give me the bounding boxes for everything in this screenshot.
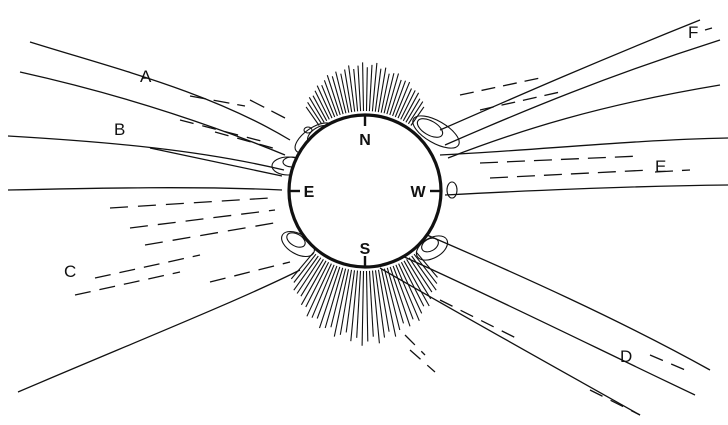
label-c: C: [64, 262, 76, 281]
streamer-d-line-3: [380, 268, 640, 415]
north-polar-ray: [345, 70, 352, 113]
streamer-d-line-2: [400, 255, 695, 395]
compass-west: W: [410, 184, 426, 201]
north-polar-ray: [369, 65, 372, 111]
streamer-c-line: [18, 270, 300, 392]
compass-east: E: [304, 184, 315, 201]
compass-south: S: [360, 241, 371, 258]
north-polar-ray: [309, 97, 324, 122]
compass-north: N: [359, 132, 371, 149]
streamer-a-dash: [190, 96, 285, 118]
south-polar-ray: [362, 271, 363, 346]
south-polar-ray: [370, 271, 374, 337]
streamer-c-dash: [75, 255, 290, 295]
north-polar-ray: [315, 91, 329, 120]
label-e: E: [655, 157, 666, 176]
streamer-b-line: [8, 136, 284, 170]
north-polar-ray: [358, 66, 361, 112]
south-polar-ray: [351, 271, 358, 342]
east-streamer-line: [8, 188, 282, 190]
label-a: A: [140, 67, 152, 86]
north-polar-ray: [401, 90, 416, 119]
streamer-e-line: [440, 138, 728, 155]
east-streamer-dash: [110, 198, 280, 245]
north-polar-ray: [378, 68, 386, 113]
north-polar-ray: [367, 67, 368, 111]
north-polar-ray: [317, 86, 332, 119]
south-polar-ray: [294, 254, 316, 282]
north-polar-ray: [363, 62, 364, 111]
streamer-a-line-2: [20, 72, 285, 155]
north-polar-ray: [395, 82, 409, 117]
streamer-d-line: [420, 232, 710, 370]
streamer-d-dash: [405, 300, 690, 415]
streamer-f-line-3: [448, 85, 720, 158]
south-polar-ray: [367, 271, 368, 342]
streamer-b-line-2: [150, 148, 282, 176]
streamer-f-dash: [460, 28, 712, 110]
label-b: B: [114, 120, 125, 139]
streamer-b-dash: [180, 120, 280, 150]
label-d: D: [620, 347, 632, 366]
label-f: F: [688, 23, 698, 42]
streamer-e-line-2: [445, 185, 728, 195]
south-polar-ray: [357, 271, 361, 338]
streamer-f-line: [440, 20, 700, 130]
south-polar-ray: [325, 268, 343, 328]
streamer-a-line: [30, 42, 290, 140]
